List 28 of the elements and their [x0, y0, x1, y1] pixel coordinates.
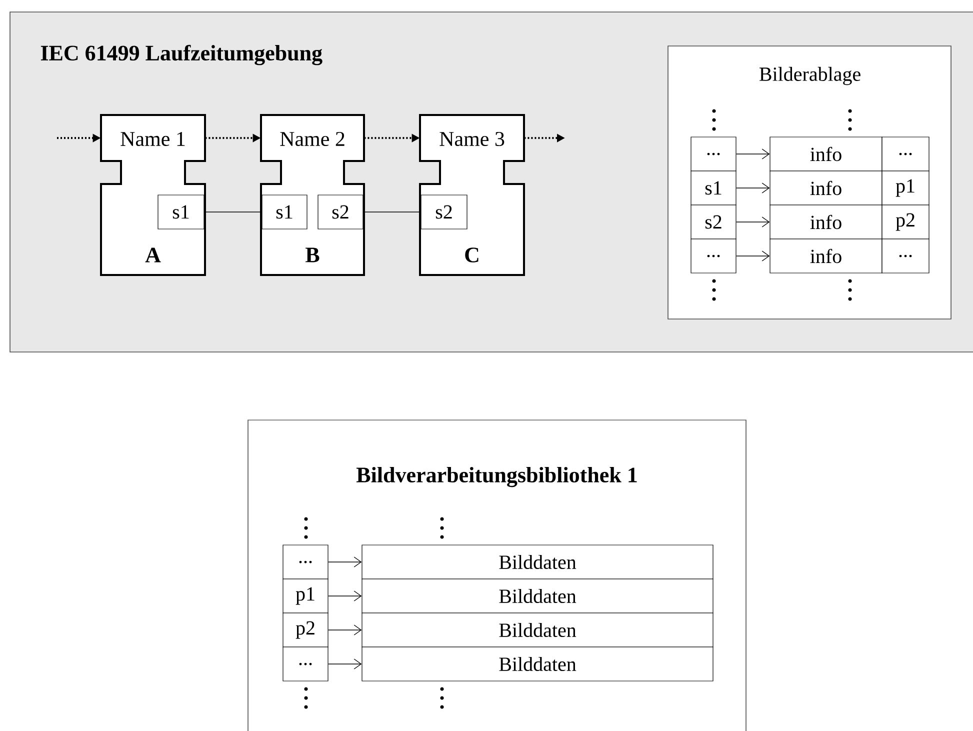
- table-cell: s2: [318, 194, 364, 230]
- table-cell: s2: [690, 204, 736, 240]
- arrow: [328, 556, 362, 568]
- table-cell: ...: [882, 136, 930, 172]
- arrow: [328, 624, 362, 636]
- table-cell: Bilddaten: [362, 612, 714, 648]
- table-cell: ...: [690, 136, 736, 172]
- table-cell: Bilddaten: [362, 646, 714, 682]
- table-cell: p2: [882, 204, 930, 240]
- table-cell: p1: [882, 170, 930, 206]
- table-cell: s1: [690, 170, 736, 206]
- table-cell: s2: [420, 194, 468, 230]
- table-cell: ...: [690, 238, 736, 274]
- table-cell: s1: [158, 194, 204, 230]
- arrow: [736, 182, 770, 194]
- arrow: [736, 250, 770, 262]
- table-cell: p2: [282, 612, 328, 648]
- table-cell: p1: [282, 578, 328, 614]
- arrow: [736, 216, 770, 228]
- table-cell: ...: [282, 646, 328, 682]
- table-cell: Bilddaten: [362, 544, 714, 580]
- table-cell: s1: [262, 194, 308, 230]
- arrow: [736, 148, 770, 160]
- table-cell: Bilddaten: [362, 578, 714, 614]
- table-cell: ...: [282, 544, 328, 580]
- arrow: [328, 590, 362, 602]
- table-cell: ...: [882, 238, 930, 274]
- arrow: [328, 658, 362, 670]
